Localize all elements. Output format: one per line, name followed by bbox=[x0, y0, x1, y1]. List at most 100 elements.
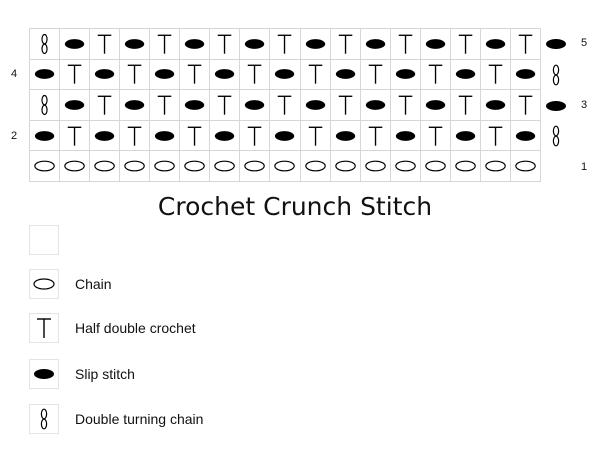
chart-cell bbox=[240, 90, 271, 121]
chart-cell bbox=[510, 151, 541, 182]
row-number-label: 1 bbox=[581, 160, 588, 173]
chart-cell bbox=[240, 59, 271, 91]
chart-cell bbox=[330, 90, 361, 121]
chart-cell bbox=[210, 90, 241, 121]
half-double-crochet-symbol-icon bbox=[338, 34, 352, 54]
slip-stitch-symbol-icon bbox=[515, 69, 536, 80]
half-double-crochet-symbol-icon bbox=[518, 95, 533, 115]
slip-stitch-symbol-icon bbox=[185, 100, 205, 110]
legend-symbol-box bbox=[29, 225, 59, 255]
legend-symbol-box bbox=[29, 404, 59, 434]
slip-stitch-symbol-icon bbox=[395, 130, 415, 141]
double-turning-chain-symbol-icon bbox=[41, 33, 48, 54]
chart-cell bbox=[90, 90, 121, 121]
row-number-label: 2 bbox=[11, 129, 18, 142]
half-double-crochet-symbol-icon bbox=[218, 95, 232, 115]
legend-label: Half double crochet bbox=[75, 320, 196, 336]
half-double-crochet-symbol-icon bbox=[188, 126, 202, 146]
chart-cell bbox=[90, 151, 121, 182]
slip-stitch-symbol-icon bbox=[305, 100, 325, 110]
chart-cell bbox=[510, 29, 541, 60]
slip-stitch-symbol-icon bbox=[275, 130, 295, 141]
chart-cell bbox=[270, 90, 301, 121]
slip-stitch-symbol-icon bbox=[215, 69, 235, 80]
half-double-crochet-symbol-icon bbox=[368, 64, 382, 85]
chain-symbol-icon bbox=[33, 278, 55, 290]
chart-cell bbox=[360, 90, 391, 121]
chain-symbol-icon bbox=[94, 160, 115, 172]
half-double-crochet-symbol-icon bbox=[248, 126, 262, 146]
chart-cell bbox=[150, 120, 181, 152]
chart-title: Crochet Crunch Stitch bbox=[157, 192, 433, 221]
legend-item: Double turning chain bbox=[29, 404, 203, 434]
chart-cell bbox=[270, 59, 301, 91]
legend-symbol-box bbox=[29, 313, 59, 343]
slip-stitch-symbol-icon bbox=[245, 38, 265, 49]
chain-symbol-icon bbox=[515, 160, 536, 172]
chain-symbol-icon bbox=[364, 160, 386, 172]
half-double-crochet-symbol-icon bbox=[458, 95, 473, 115]
chart-cell bbox=[360, 120, 391, 152]
chart-cell bbox=[120, 151, 151, 182]
slip-stitch-symbol-icon bbox=[275, 69, 295, 80]
chart-cell bbox=[450, 151, 481, 182]
chart-cell bbox=[510, 59, 541, 91]
chain-symbol-icon bbox=[64, 160, 85, 172]
chart-cell bbox=[510, 90, 541, 121]
slip-stitch-symbol-icon bbox=[546, 39, 566, 49]
chart-cell bbox=[60, 59, 91, 91]
slip-stitch-symbol-icon bbox=[64, 38, 85, 49]
chart-cell bbox=[300, 151, 331, 182]
chart-cell bbox=[480, 90, 511, 121]
chart-cell bbox=[420, 151, 451, 182]
chart-cell bbox=[390, 90, 421, 121]
half-double-crochet-symbol-icon bbox=[518, 34, 533, 54]
chart-cell bbox=[480, 151, 511, 182]
chart-cell bbox=[300, 120, 331, 152]
half-double-crochet-symbol-icon bbox=[67, 126, 82, 146]
chart-cell bbox=[210, 151, 241, 182]
chart-cell bbox=[420, 29, 451, 60]
chain-symbol-icon bbox=[274, 160, 296, 172]
slip-stitch-symbol-icon bbox=[485, 100, 506, 110]
slip-stitch-symbol-icon bbox=[155, 130, 175, 141]
slip-stitch-symbol-icon bbox=[425, 100, 445, 110]
row-number-label: 5 bbox=[581, 37, 588, 50]
half-double-crochet-symbol-icon bbox=[218, 34, 232, 54]
chart-cell bbox=[60, 120, 91, 152]
legend-item: Half double crochet bbox=[29, 313, 196, 343]
chart-cell bbox=[450, 120, 481, 152]
chart-cell bbox=[120, 120, 151, 152]
chart-cell bbox=[180, 90, 211, 121]
slip-stitch-symbol-icon bbox=[455, 69, 476, 80]
chart-cell bbox=[120, 59, 151, 91]
slip-stitch-symbol-icon bbox=[425, 38, 445, 49]
chart-cell bbox=[390, 151, 421, 182]
slip-stitch-symbol-icon bbox=[64, 100, 85, 110]
chart-cell bbox=[330, 59, 361, 91]
chain-symbol-icon bbox=[124, 160, 145, 172]
chart-cell bbox=[30, 151, 61, 182]
chain-symbol-icon bbox=[34, 160, 55, 172]
chart-cell bbox=[210, 29, 241, 60]
slip-stitch-symbol-icon bbox=[335, 69, 355, 80]
slip-stitch-symbol-icon bbox=[215, 130, 235, 141]
half-double-crochet-symbol-icon bbox=[368, 126, 382, 146]
slip-stitch-symbol-icon bbox=[455, 130, 476, 141]
chart-cell bbox=[30, 29, 61, 60]
legend-symbol-box bbox=[29, 269, 59, 299]
half-double-crochet-symbol-icon bbox=[338, 95, 352, 115]
chart-cell bbox=[90, 29, 121, 60]
chart-cell bbox=[450, 59, 481, 91]
chart-cell bbox=[450, 29, 481, 60]
double-turning-chain-symbol-icon bbox=[552, 64, 560, 86]
chart-cell bbox=[300, 29, 331, 60]
chart-cell bbox=[450, 90, 481, 121]
half-double-crochet-symbol-icon bbox=[97, 34, 112, 54]
slip-stitch-symbol-icon bbox=[94, 69, 115, 80]
chart-cell bbox=[360, 29, 391, 60]
chart-cell bbox=[480, 29, 511, 60]
half-double-crochet-symbol-icon bbox=[67, 64, 82, 85]
half-double-crochet-symbol-icon bbox=[278, 95, 292, 115]
half-double-crochet-symbol-icon bbox=[308, 64, 322, 85]
